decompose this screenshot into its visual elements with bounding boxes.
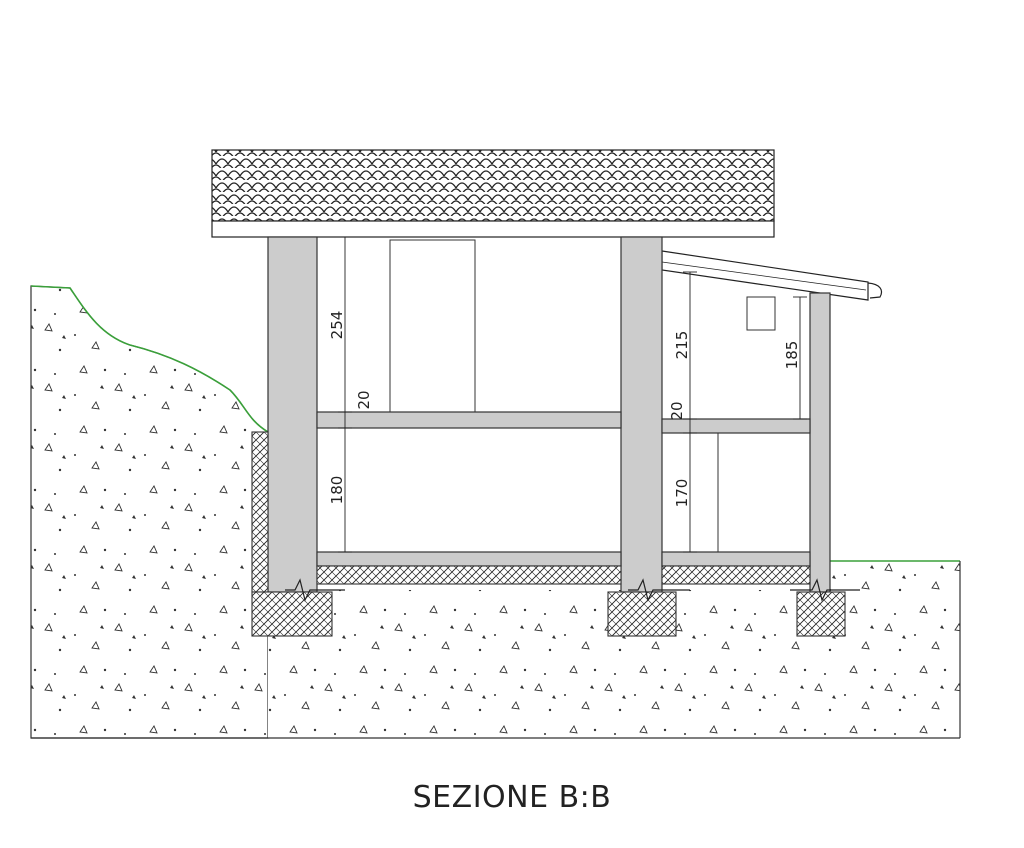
upper-door (389, 239, 476, 413)
annex-roof (661, 250, 869, 301)
footing-right (796, 591, 846, 637)
roof-tiles (211, 149, 775, 222)
annex-floor-slab (661, 418, 811, 434)
hatch-annex-under-slab (661, 565, 811, 585)
left-wall (267, 236, 318, 593)
section-title: SEZIONE B:B (412, 780, 612, 815)
terrain-left-topline (30, 285, 269, 433)
dim-annex-window: 185 (783, 341, 801, 370)
annex-gutter (867, 282, 883, 299)
dim-annex-slab: 20 (668, 401, 686, 420)
terrain-right (830, 562, 960, 738)
annex-window (746, 296, 776, 331)
middle-wall (620, 236, 663, 593)
roof-eave-board (211, 220, 775, 238)
interior-details (389, 239, 776, 552)
footing-left (251, 591, 333, 637)
dim-main-lower: 180 (328, 476, 346, 505)
annex-ground-slab (661, 551, 811, 567)
dimension-lines (338, 236, 807, 553)
annex-roof-line (661, 261, 867, 291)
dim-annex-upper: 215 (673, 331, 691, 360)
concrete-structure (267, 236, 831, 593)
footing-bars (285, 578, 860, 602)
footing-middle (607, 591, 677, 637)
main-ground-slab (316, 551, 622, 567)
terrain-left (30, 285, 269, 739)
main-floor-slab (316, 411, 622, 429)
annex-outer-wall (809, 292, 831, 593)
dim-annex-lower: 170 (673, 479, 691, 508)
dim-main-slab: 20 (355, 390, 373, 409)
hatch-left-wall (251, 431, 269, 593)
terrain-bottom (268, 590, 960, 738)
hatch-main-under-slab (316, 565, 622, 585)
dim-main-upper: 254 (328, 311, 346, 340)
foundation-hatching (251, 431, 846, 637)
